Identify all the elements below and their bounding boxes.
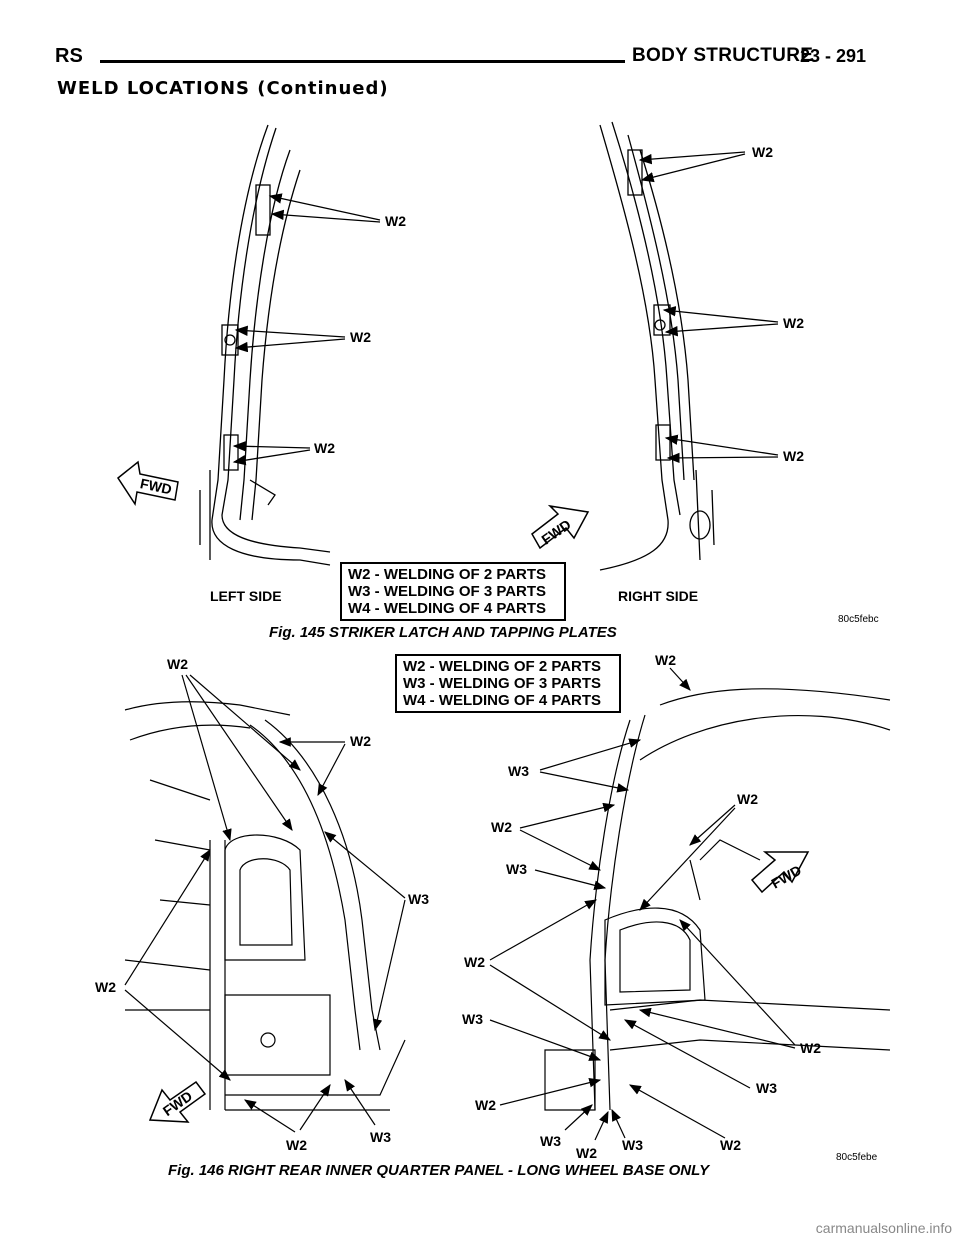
weld-label: W2 [783, 315, 804, 331]
fwd-arrow-right [531, 504, 590, 550]
fwd-arrow-left [116, 460, 179, 507]
legend-w4: W4 - WELDING OF 4 PARTS [403, 692, 602, 709]
right-side-pillar-illustration [599, 121, 715, 571]
weld-label: W3 [622, 1137, 643, 1153]
legend-w4: W4 - WELDING OF 4 PARTS [348, 600, 547, 617]
header-section-code: RS [55, 45, 83, 67]
left-side-pillar-illustration [199, 124, 331, 566]
weld-legend-fig145: W2 - WELDING OF 2 PARTS W3 - WELDING OF … [340, 562, 566, 621]
figure-caption: Fig. 146 RIGHT REAR INNER QUARTER PANEL … [168, 1162, 710, 1179]
weld-label: W2 [491, 819, 512, 835]
legend-w3: W3 - WELDING OF 3 PARTS [348, 583, 547, 600]
legend-w2: W2 - WELDING OF 2 PARTS [403, 658, 602, 675]
header-rule [100, 60, 625, 63]
weld-label: W2 [385, 213, 406, 229]
weld-label: W2 [95, 979, 116, 995]
weld-label: W2 [576, 1145, 597, 1161]
weld-label: W3 [408, 891, 429, 907]
weld-label: W2 [800, 1040, 821, 1056]
weld-label: W2 [286, 1137, 307, 1153]
figure-ref-code: 80c5febc [838, 614, 879, 625]
inner-quarter-left-illustration [124, 701, 406, 1111]
watermark: carmanualsonline.info [815, 1220, 952, 1236]
fwd-label-left: FWD [139, 475, 174, 497]
weld-label: W2 [464, 954, 485, 970]
weld-label: W2 [475, 1097, 496, 1113]
legend-w3: W3 - WELDING OF 3 PARTS [403, 675, 602, 692]
figure-caption: Fig. 145 STRIKER LATCH AND TAPPING PLATE… [269, 624, 617, 641]
weld-label: W2 [720, 1137, 741, 1153]
page-number: 23 - 291 [800, 46, 867, 66]
weld-legend-fig146: W2 - WELDING OF 2 PARTS W3 - WELDING OF … [395, 654, 621, 713]
weld-label: W2 [314, 440, 335, 456]
weld-label: W2 [167, 656, 188, 672]
weld-label: W3 [540, 1133, 561, 1149]
weld-label: W2 [783, 448, 804, 464]
figure-ref-code: 80c5febe [836, 1152, 878, 1163]
fwd-arrow-146-right [750, 851, 810, 894]
weld-label: W2 [655, 652, 676, 668]
weld-label: W3 [370, 1129, 391, 1145]
left-side-label: LEFT SIDE [210, 588, 282, 604]
fwd-arrow-146-left [148, 1080, 207, 1123]
weld-label: W3 [462, 1011, 483, 1027]
weld-label: W2 [350, 329, 371, 345]
weld-label: W3 [506, 861, 527, 877]
inner-quarter-right-illustration [544, 688, 891, 1111]
weld-label: W2 [350, 733, 371, 749]
legend-w2: W2 - WELDING OF 2 PARTS [348, 566, 547, 583]
right-side-label: RIGHT SIDE [618, 588, 699, 604]
weld-label: W3 [756, 1080, 777, 1096]
header-title: BODY STRUCTURE [632, 45, 814, 66]
weld-label: W2 [752, 144, 773, 160]
section-title: WELD LOCATIONS (Continued) [57, 78, 389, 99]
weld-label: W3 [508, 763, 529, 779]
weld-label: W2 [737, 791, 758, 807]
